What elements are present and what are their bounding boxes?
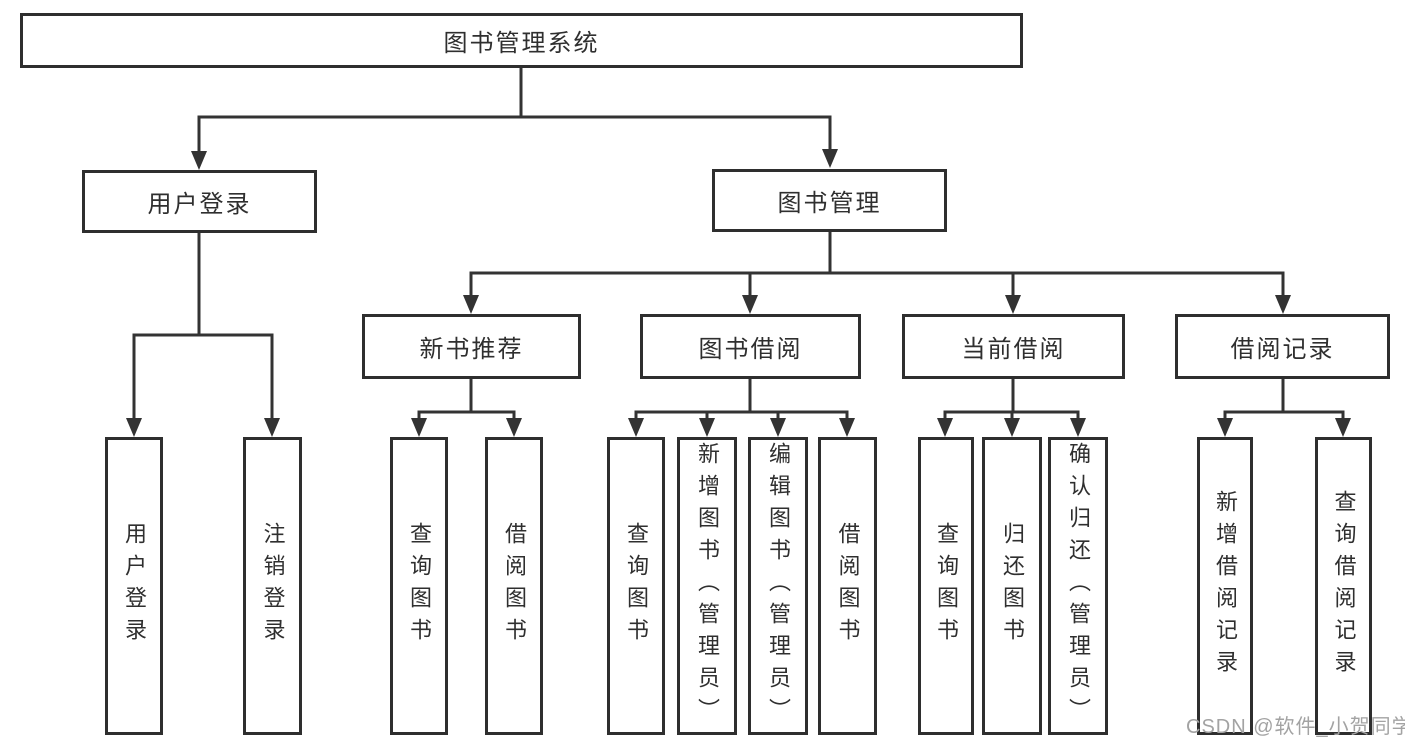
arrowhead [742, 295, 758, 314]
node-label: 用户登录 [122, 522, 147, 650]
node-current-borrow: 当前借阅 [902, 314, 1125, 379]
arrowhead [264, 418, 280, 437]
leaf-add-book-admin: 新增图书（管理员） [677, 437, 737, 735]
arrowhead [1275, 295, 1291, 314]
arrowhead [937, 418, 953, 437]
connector-borrow-records [1223, 377, 1345, 422]
arrowhead [126, 418, 142, 437]
leaf-borrow-books: 借阅图书 [818, 437, 877, 735]
arrowhead [411, 418, 427, 437]
node-user-login: 用户登录 [82, 170, 317, 233]
connector-new-book-recommend [417, 377, 516, 422]
node-book-management: 图书管理 [712, 169, 947, 232]
node-label: 借阅图书 [835, 522, 861, 650]
node-label: 注销登录 [260, 522, 286, 650]
leaf-user-login: 用户登录 [105, 437, 163, 735]
node-label: 查询图书 [407, 522, 432, 650]
leaf-query-borrow-record: 查询借阅记录 [1315, 437, 1372, 735]
node-label: 用户登录 [147, 191, 252, 218]
leaf-add-borrow-record: 新增借阅记录 [1197, 437, 1253, 735]
arrowhead [1004, 418, 1020, 437]
leaf-return-book: 归还图书 [982, 437, 1042, 735]
arrowhead [822, 149, 838, 168]
node-label: 借阅记录 [1230, 336, 1335, 363]
node-book-borrow: 图书借阅 [640, 314, 861, 379]
leaf-logout: 注销登录 [243, 437, 302, 735]
node-label: 新增借阅记录 [1213, 490, 1238, 682]
node-label: 当前借阅 [961, 336, 1066, 363]
arrowhead [1217, 418, 1233, 437]
leaf-query-books-current: 查询图书 [918, 437, 974, 735]
leaf-confirm-return-admin: 确认归还（管理员） [1048, 437, 1108, 735]
leaf-borrow-books-recommend: 借阅图书 [485, 437, 543, 735]
arrowhead [699, 418, 715, 437]
connector-root [197, 66, 832, 154]
leaf-query-books-borrow: 查询图书 [607, 437, 665, 735]
arrowhead [1070, 418, 1086, 437]
node-label: 查询图书 [624, 522, 649, 650]
arrowhead [770, 418, 786, 437]
connector-book-borrow [634, 377, 849, 422]
node-root: 图书管理系统 [20, 13, 1023, 68]
node-label: 新书推荐 [419, 336, 524, 363]
connector-user-login [132, 231, 274, 422]
arrowhead [839, 418, 855, 437]
node-borrow-records: 借阅记录 [1175, 314, 1390, 379]
node-label: 借阅图书 [502, 522, 527, 650]
connector-current-borrow [943, 377, 1080, 422]
node-label: 编辑图书（管理员） [766, 442, 791, 730]
arrowhead [506, 418, 522, 437]
node-label: 图书管理系统 [443, 30, 600, 57]
arrowhead [1335, 418, 1351, 437]
leaf-query-books-recommend: 查询图书 [390, 437, 448, 735]
node-label: 图书管理 [777, 190, 882, 217]
arrowhead [1005, 295, 1021, 314]
node-label: 查询借阅记录 [1331, 490, 1357, 682]
node-label: 新增图书（管理员） [695, 442, 720, 730]
node-label: 确认归还（管理员） [1066, 442, 1091, 730]
node-label: 归还图书 [1000, 522, 1025, 650]
arrowhead [191, 151, 207, 170]
connector-book-management [469, 230, 1285, 298]
leaf-edit-book-admin: 编辑图书（管理员） [748, 437, 808, 735]
node-new-book-recommend: 新书推荐 [362, 314, 581, 379]
arrowhead [628, 418, 644, 437]
watermark: CSDN @软件_小贺同学 [1186, 716, 1405, 738]
arrowhead [463, 295, 479, 314]
node-label: 查询图书 [934, 522, 959, 650]
node-label: 图书借阅 [698, 336, 803, 363]
